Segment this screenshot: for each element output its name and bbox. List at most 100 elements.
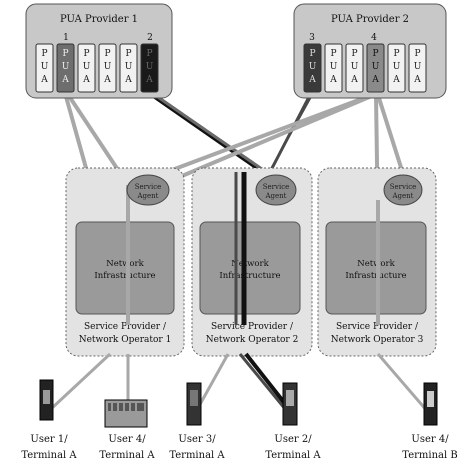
- user-label-3-line1: User 2/: [274, 434, 312, 445]
- provider-1-title: PUA Provider 1: [60, 14, 138, 25]
- service-agent-3: Service Agent: [383, 174, 423, 206]
- pua-card-body: [345, 43, 364, 93]
- pua-letter-p: P: [146, 49, 152, 59]
- pua-letter-a: A: [350, 75, 358, 85]
- pua-card-body: [324, 43, 343, 93]
- pua-letter-u: U: [393, 62, 401, 72]
- pua-letter-p: P: [125, 49, 131, 59]
- user-labels: User 1/ Terminal A User 4/ Terminal A Us…: [21, 434, 457, 461]
- pua-letter-u: U: [62, 62, 70, 72]
- operator-2-line1: Service Provider /: [211, 322, 294, 332]
- network-label-1-line2: Infrastructure: [94, 271, 155, 281]
- pua-card: PUA: [345, 43, 364, 93]
- pua-letter-u: U: [83, 62, 91, 72]
- agent-2-line2: Agent: [265, 192, 287, 200]
- agent-1-line2: Agent: [137, 192, 159, 200]
- network-label-2-line2: Infrastructure: [219, 271, 280, 281]
- link-op2-user2-a: [238, 353, 288, 411]
- pua-letter-p: P: [414, 49, 420, 59]
- pua-card-body: [77, 43, 96, 93]
- pua-letter-a: A: [413, 75, 421, 85]
- link-pua4-agent1: [139, 93, 373, 184]
- pua-card-body: [408, 43, 427, 93]
- terminal-user4b: [423, 382, 438, 426]
- user-label-0-line1: User 1/: [30, 434, 68, 445]
- operator-1-line2: Network Operator 1: [79, 335, 172, 345]
- agent-3-line2: Agent: [392, 192, 414, 200]
- pua-letter-a: A: [40, 75, 48, 85]
- pua-letter-p: P: [393, 49, 399, 59]
- pua-letter-p: P: [62, 49, 68, 59]
- pua-letter-a: A: [329, 75, 337, 85]
- pua-letter-u: U: [414, 62, 422, 72]
- pua-card-body: [35, 43, 54, 93]
- pua-card-body: [140, 43, 159, 93]
- agent-1-line1: Service: [135, 183, 162, 191]
- overlay-lines: [126, 172, 380, 325]
- user-label-2-line2: Terminal A: [169, 450, 225, 461]
- link-op2-user3: [196, 353, 230, 409]
- pua-card: PUA: [98, 43, 117, 93]
- user-label-4-line2: Terminal B: [402, 450, 457, 461]
- link-pua3-agent2: [265, 94, 313, 179]
- operator-3-line2: Network Operator 3: [331, 335, 424, 345]
- terminal-user2: [282, 382, 298, 426]
- pua-letter-p: P: [309, 49, 315, 59]
- pua-card: PUA: [387, 43, 406, 93]
- pua-letter-a: A: [145, 75, 153, 85]
- pua-letter-u: U: [125, 62, 133, 72]
- pua-letter-u: U: [309, 62, 317, 72]
- agent-2-line1: Service: [263, 183, 290, 191]
- pua-card: PUA: [324, 43, 343, 93]
- pua-letter-a: A: [392, 75, 400, 85]
- operator-1: Network Infrastructure Service Provider …: [65, 167, 185, 357]
- pua-letter-a: A: [371, 75, 379, 85]
- pua-letter-p: P: [104, 49, 110, 59]
- user-label-3-line2: Terminal A: [265, 450, 321, 461]
- pua-number-2: 2: [147, 33, 153, 43]
- link-op1-user1: [50, 352, 112, 410]
- pua-letter-p: P: [41, 49, 47, 59]
- pua-card: PUA: [35, 43, 54, 93]
- user-label-1-line2: Terminal A: [99, 450, 155, 461]
- pua-card: PUA: [303, 43, 322, 93]
- pua-letter-p: P: [83, 49, 89, 59]
- link-pua2-agent2-b: [151, 91, 273, 178]
- pua-letter-u: U: [104, 62, 112, 72]
- pua-card: PUA: [77, 43, 96, 93]
- pua-letter-u: U: [351, 62, 359, 72]
- pua-number-1: 1: [63, 33, 69, 43]
- terminal-links: [50, 352, 430, 413]
- pua-letter-a: A: [124, 75, 132, 85]
- service-agent-2: Service Agent: [255, 174, 297, 206]
- pua-card: PUA: [408, 43, 427, 93]
- provider-2-title: PUA Provider 2: [331, 14, 409, 25]
- pua-card: PUA: [56, 43, 75, 93]
- pua-letter-u: U: [41, 62, 49, 72]
- pua-letter-u: U: [330, 62, 338, 72]
- pua-letter-p: P: [372, 49, 378, 59]
- pua-letter-p: P: [351, 49, 357, 59]
- pua-card-body: [366, 43, 385, 93]
- pua-letter-u: U: [146, 62, 154, 72]
- link-pua4-agent3: [376, 94, 407, 181]
- pua-card-body: [98, 43, 117, 93]
- pua-card-body: [387, 43, 406, 93]
- pua-number-4: 4: [371, 33, 377, 43]
- pua-card: PUA: [140, 43, 159, 93]
- terminal-user3: [186, 382, 202, 426]
- operator-2-line2: Network Operator 2: [206, 335, 299, 345]
- link-op3-user4b: [376, 353, 430, 413]
- user-label-1-line1: User 4/: [108, 434, 146, 445]
- pua-letter-a: A: [103, 75, 111, 85]
- agent-3-line1: Service: [390, 183, 417, 191]
- pua-letter-a: A: [82, 75, 90, 85]
- pua-letter-u: U: [372, 62, 380, 72]
- pua-card-body: [56, 43, 75, 93]
- operator-1-line1: Service Provider /: [84, 322, 167, 332]
- operator-3-line1: Service Provider /: [336, 322, 419, 332]
